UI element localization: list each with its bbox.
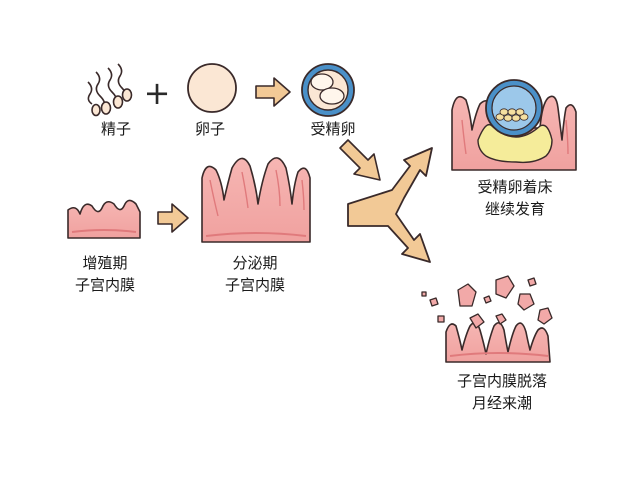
arrow-zygote-down xyxy=(339,139,381,181)
label-proliferative: 增殖期 子宫内膜 xyxy=(50,252,160,296)
label-zygote-text: 受精卵 xyxy=(310,120,356,138)
label-shedding-line1: 子宫内膜脱落 xyxy=(456,372,547,390)
arrow-prolif-to-secretory xyxy=(157,203,189,233)
sperm-icon xyxy=(87,63,133,117)
label-proliferative-line1: 增殖期 xyxy=(82,254,128,272)
label-proliferative-line2: 子宫内膜 xyxy=(74,276,135,294)
label-shedding: 子宫内膜脱落 月经来潮 xyxy=(432,370,572,414)
label-egg: 卵子 xyxy=(180,118,240,140)
proliferative-endometrium xyxy=(67,199,141,239)
implantation-endometrium xyxy=(451,79,577,171)
label-secretory-line1: 分泌期 xyxy=(232,254,278,272)
label-sperm-text: 精子 xyxy=(100,120,131,138)
label-implantation: 受精卵着床 继续发育 xyxy=(450,176,580,220)
label-implantation-line2: 继续发育 xyxy=(484,200,545,218)
egg-icon xyxy=(187,63,237,113)
label-secretory-line2: 子宫内膜 xyxy=(224,276,285,294)
label-shedding-line2: 月经来潮 xyxy=(471,394,532,412)
shedding-endometrium xyxy=(421,275,553,363)
arrow-egg-to-zygote xyxy=(255,77,291,107)
label-egg-text: 卵子 xyxy=(194,120,225,138)
label-implantation-line1: 受精卵着床 xyxy=(477,178,553,196)
label-secretory: 分泌期 子宫内膜 xyxy=(200,252,310,296)
secretory-endometrium xyxy=(201,157,311,243)
branch-arrow xyxy=(347,147,433,263)
plus-sign: + xyxy=(144,74,171,112)
zygote-icon xyxy=(301,63,355,117)
label-zygote: 受精卵 xyxy=(298,118,368,140)
label-sperm: 精子 xyxy=(86,118,146,140)
